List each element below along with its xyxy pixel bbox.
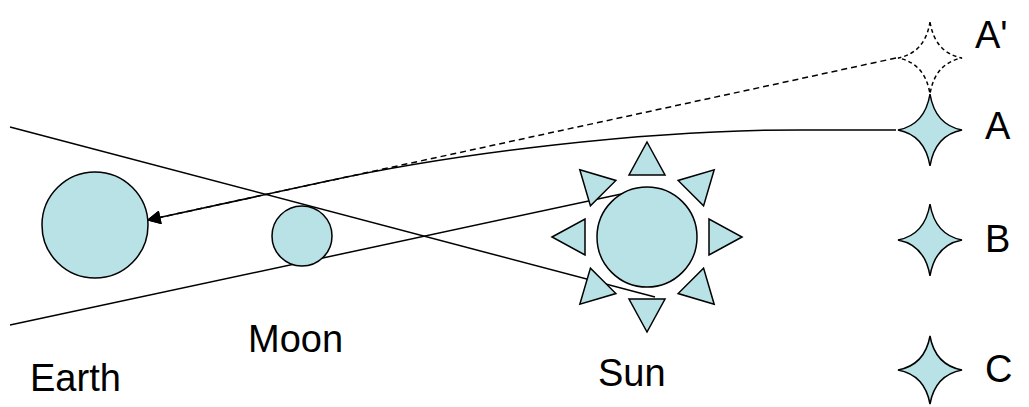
moon-circle — [272, 206, 332, 266]
apparent-star-node: A' — [896, 14, 1022, 94]
body-label: B — [985, 218, 1010, 260]
sun-ray — [678, 268, 714, 304]
sun-ray — [629, 142, 665, 175]
earth-circle — [42, 172, 148, 278]
sun-ray — [580, 268, 616, 304]
body-label: A — [985, 105, 1010, 147]
sun-ray — [709, 219, 742, 255]
sun-node: Sun — [548, 140, 748, 396]
star-shape-path — [898, 94, 962, 166]
moon-node: Moon — [245, 204, 350, 360]
light-path — [148, 130, 896, 220]
star-node: B — [896, 204, 1020, 276]
sun-ray — [678, 170, 714, 206]
star-shape-path — [898, 336, 962, 404]
sun-circle — [597, 187, 697, 287]
star-shape-path — [898, 204, 962, 276]
apparent-light-path — [148, 58, 896, 220]
body-label: C — [985, 348, 1012, 390]
apparent-star-shape-path — [898, 22, 962, 94]
earth-node: Earth — [28, 170, 148, 402]
star-node: A — [896, 94, 1020, 166]
sun-ray — [552, 219, 585, 255]
star-node: C — [896, 336, 1020, 404]
tangent-line — [10, 127, 655, 297]
body-label: A' — [975, 14, 1008, 56]
sun-ray — [629, 299, 665, 332]
body-label: Moon — [248, 318, 343, 360]
body-label: Earth — [30, 357, 121, 399]
body-label: Sun — [598, 352, 666, 394]
sun-ray — [580, 170, 616, 206]
